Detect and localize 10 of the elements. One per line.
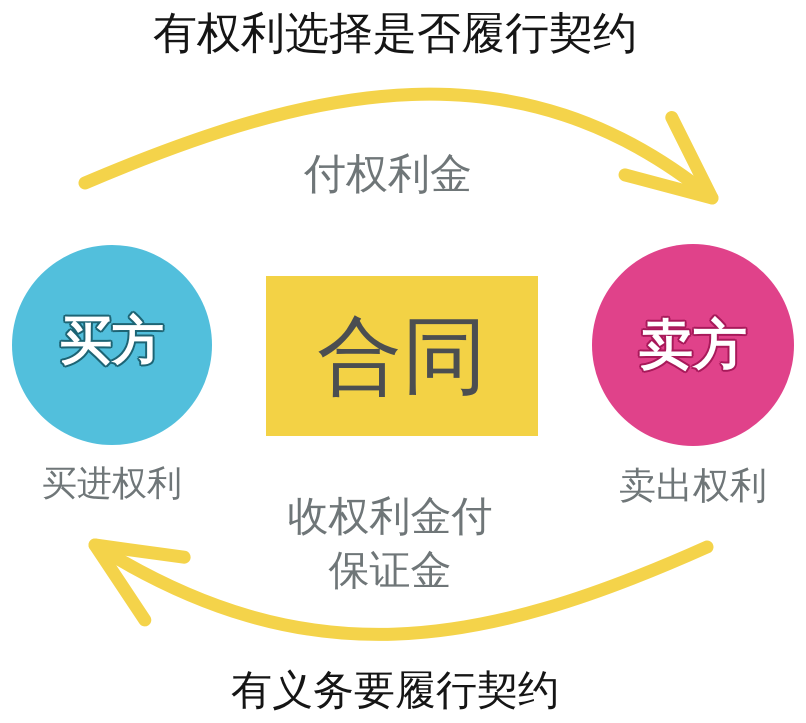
- node-label: 买方: [60, 315, 164, 367]
- node-label: 卖方: [639, 318, 747, 372]
- caption-text: 买进权利: [41, 467, 183, 502]
- statement-text: 有义务要履行契约: [230, 670, 560, 710]
- caption-text: 卖出权利: [618, 467, 768, 504]
- contract-box: [266, 276, 538, 436]
- node-label: 合同: [317, 314, 487, 398]
- curved-arrow: [88, 538, 714, 641]
- curved-arrow: [78, 88, 718, 204]
- statement-text: 有权利选择是否履行契约: [152, 12, 638, 56]
